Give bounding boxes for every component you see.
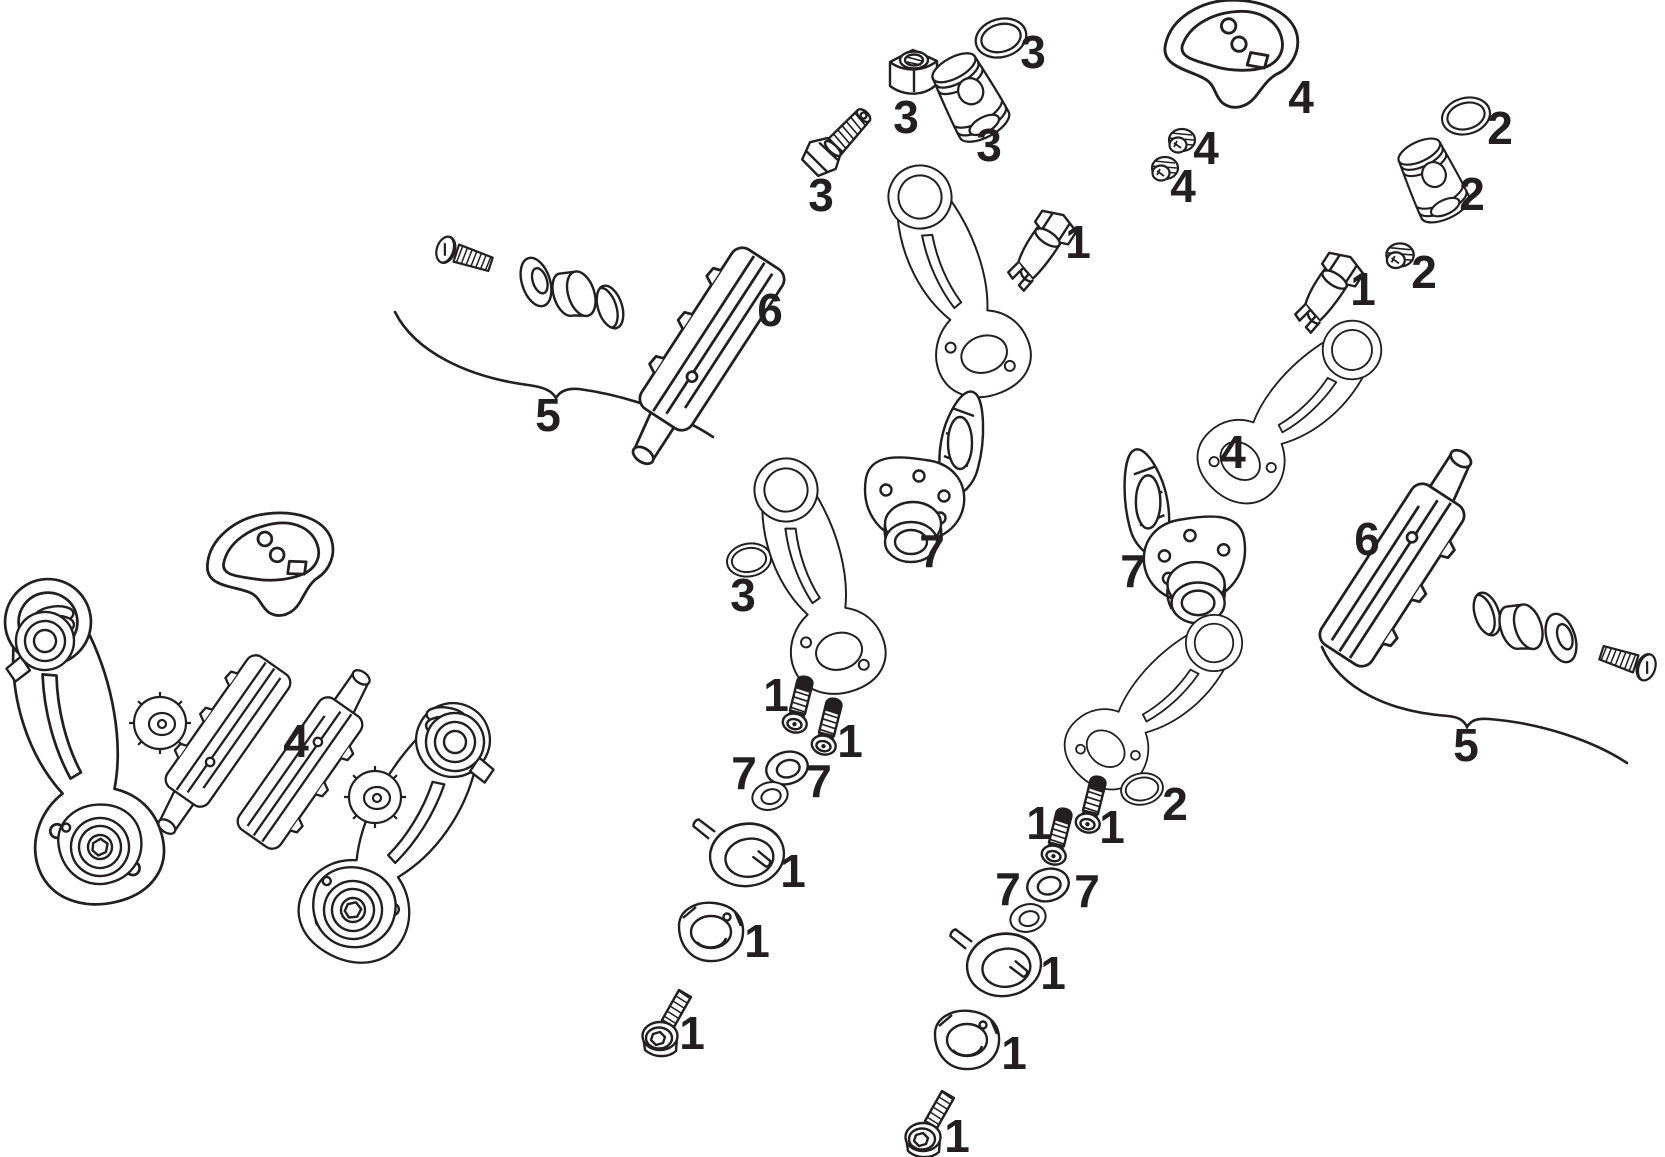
callout-right-o-ring-top: 2 xyxy=(1487,102,1513,154)
right-cam-nut xyxy=(933,1009,1001,1071)
callout-right-pivot-bolt-b: 1 xyxy=(1099,801,1125,853)
callout-left-spring-flange: 7 xyxy=(919,525,945,577)
callout-right-cam-nut: 1 xyxy=(1001,1027,1027,1079)
callout-right-return-spring: 1 xyxy=(1040,947,1066,999)
callout-right-spring-adjuster: 1 xyxy=(1350,263,1376,315)
left-brake-arm-upper xyxy=(875,147,1042,410)
callout-left-brake-pad: 6 xyxy=(757,284,783,336)
assembled-right-cam xyxy=(342,764,408,830)
yoke-set-screw-a xyxy=(1167,127,1197,154)
right-pad-spacer xyxy=(1493,596,1549,659)
callout-anchor-barrel: 3 xyxy=(976,119,1002,171)
right-brake-arm-lower xyxy=(1049,586,1258,807)
left-pad-washer-concave xyxy=(513,252,559,312)
callout-right-barrel: 2 xyxy=(1459,168,1485,220)
callout-yoke-set-screw-b: 4 xyxy=(1170,160,1196,212)
left-pad-screw xyxy=(432,233,496,279)
callout-right-pad-group: 5 xyxy=(1453,719,1479,771)
left-brake-pad xyxy=(600,236,791,476)
callout-assembled-brake-pad: 4 xyxy=(283,715,309,767)
callout-yoke-set-screw-a: 4 xyxy=(1193,122,1219,174)
right-pad-group-bracket xyxy=(1320,645,1629,765)
right-set-screw xyxy=(1385,242,1415,270)
callout-labels: 3 3 3 3 1 7 3 1 1 7 7 1 1 1 6 5 4 4 4 2 … xyxy=(283,26,1513,1157)
callout-cable-yoke: 4 xyxy=(1288,71,1314,123)
callout-left-pivot-bolt-a: 1 xyxy=(763,669,789,721)
left-anchor-nut xyxy=(888,48,939,95)
cable-yoke xyxy=(1158,0,1306,116)
right-brake-arm-upper xyxy=(1181,291,1398,521)
callout-anchor-o-ring: 3 xyxy=(1020,26,1046,78)
callout-right-brake-pad: 6 xyxy=(1354,513,1380,565)
callout-left-pivot-bolt-b: 1 xyxy=(837,715,863,767)
right-washer-a xyxy=(1022,862,1074,908)
right-brake-pad xyxy=(1313,438,1504,678)
right-brake-exploded xyxy=(904,0,1660,1157)
callout-right-pivot-bolt-a: 1 xyxy=(1026,797,1052,849)
callout-left-pad-group: 5 xyxy=(535,389,561,441)
callout-left-arm-o-ring: 3 xyxy=(730,569,756,621)
callout-left-washer-b: 7 xyxy=(806,755,832,807)
assembled-left-cam xyxy=(127,690,193,756)
callout-left-washer-a: 7 xyxy=(731,747,757,799)
assembled-brake-set xyxy=(0,498,508,982)
callout-right-socket-bolt: 1 xyxy=(944,1110,970,1157)
callout-anchor-nut: 3 xyxy=(893,91,919,143)
left-pad-spacer xyxy=(546,263,602,326)
callout-right-washer-a: 7 xyxy=(995,863,1021,915)
callout-left-return-spring: 1 xyxy=(780,845,806,897)
callout-right-brake-arm: 4 xyxy=(1220,426,1246,478)
right-pad-washer-concave xyxy=(1538,608,1584,668)
left-return-spring xyxy=(691,807,790,894)
left-cam-nut xyxy=(677,901,745,963)
right-o-ring-top xyxy=(1436,91,1496,141)
callout-left-cam-nut: 1 xyxy=(744,915,770,967)
callout-right-arm-o-ring: 2 xyxy=(1162,778,1188,830)
callout-anchor-bolt: 3 xyxy=(808,169,834,221)
callout-left-spring-adjuster: 1 xyxy=(1065,216,1091,268)
right-pad-screw xyxy=(1596,638,1660,684)
callout-right-spring-flange: 7 xyxy=(1120,545,1146,597)
left-pad-washer-dome xyxy=(590,281,630,333)
callout-right-set-screw: 2 xyxy=(1411,246,1437,298)
assembled-cable-yoke xyxy=(196,498,348,632)
callout-right-washer-b: 7 xyxy=(1074,865,1100,917)
callout-left-socket-bolt: 1 xyxy=(679,1007,705,1059)
